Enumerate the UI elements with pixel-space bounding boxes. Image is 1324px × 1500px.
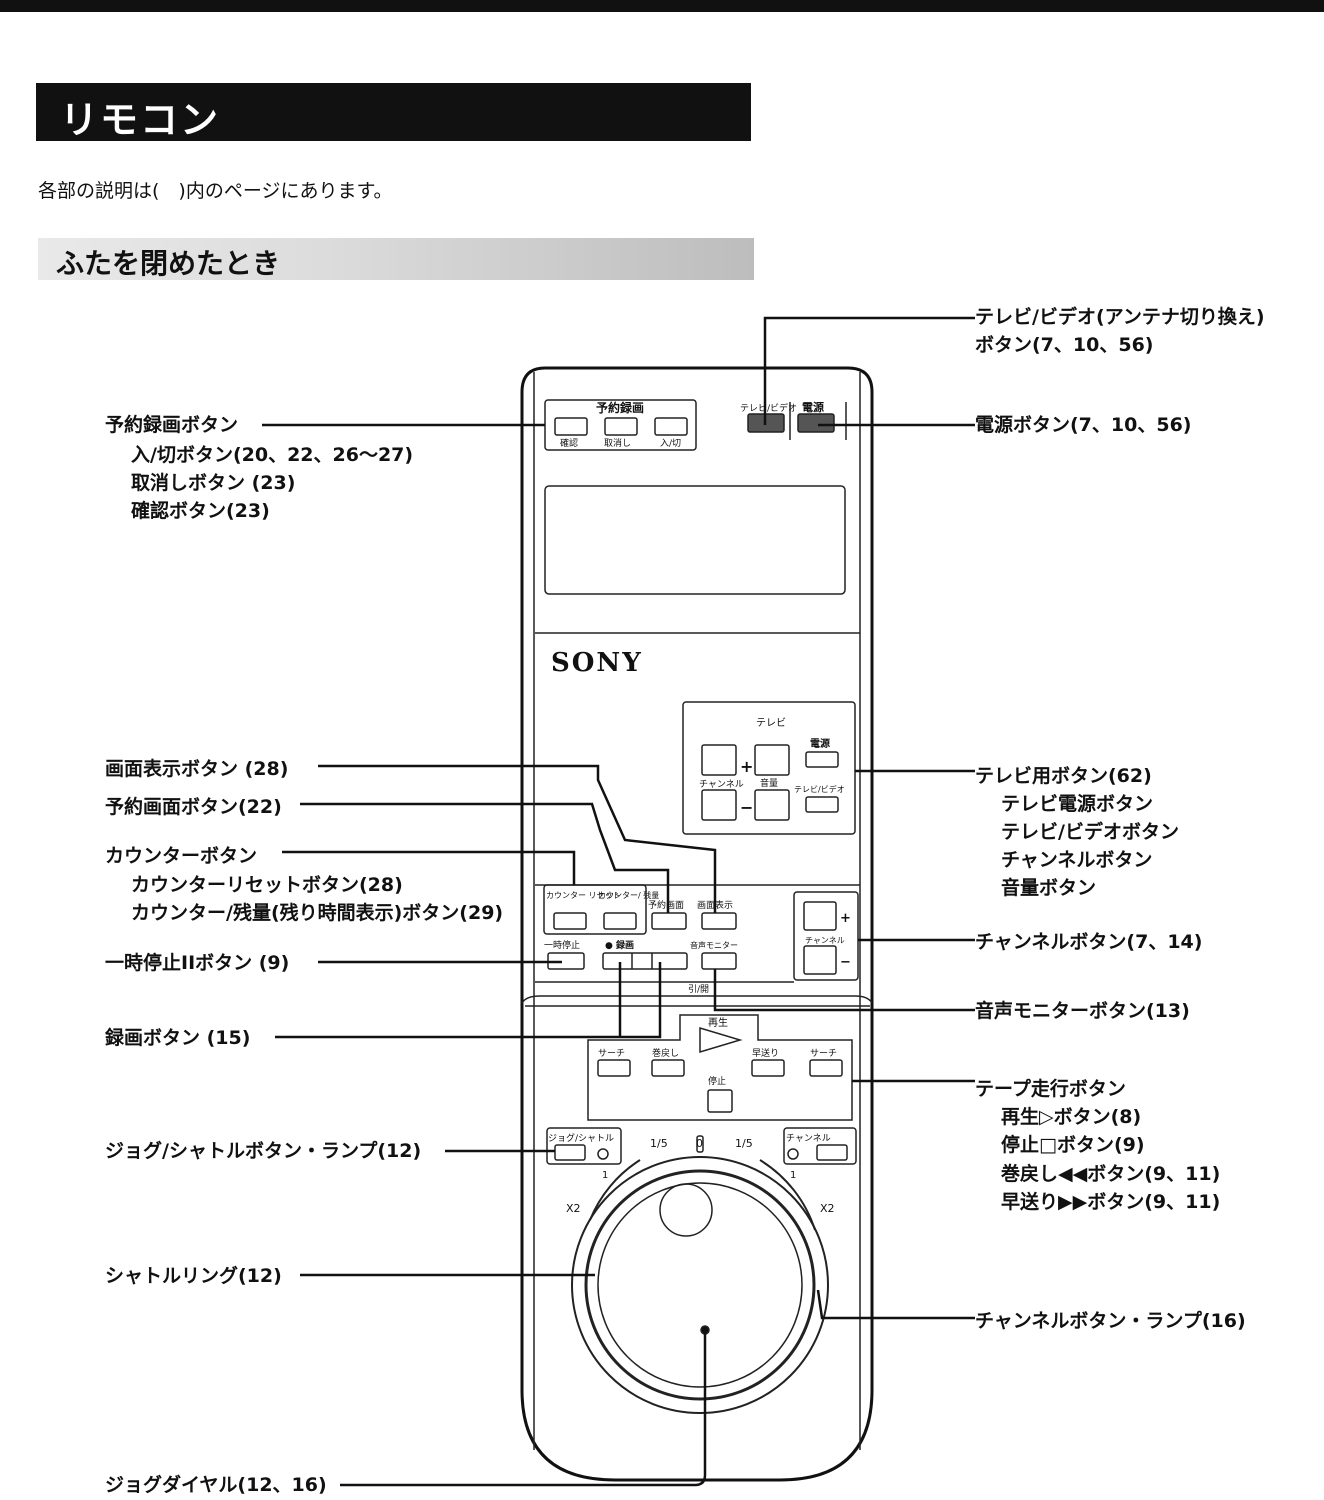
remote-tv-minus: − <box>740 798 753 817</box>
label-jog-shuttle: ジョグ/シャトルボタン・ランプ(12) <box>105 1140 422 1162</box>
label-ffwd: 早送り▶▶ボタン(9、11) <box>1001 1191 1221 1213</box>
label-power: 電源ボタン(7、10、56) <box>975 414 1192 436</box>
remote-btn-tvvideo[interactable]: テレビ/ビデオ <box>740 402 797 414</box>
remote-btn-onoff[interactable]: 入/切 <box>660 438 681 449</box>
remote-btn-confirm[interactable]: 確認 <box>560 437 578 449</box>
title-banner: リモコン <box>36 83 751 142</box>
label-cancel: 取消しボタン (23) <box>131 472 296 494</box>
label-reserve-screen: 予約画面ボタン(22) <box>105 796 282 818</box>
section-title: ふたを閉めたとき <box>56 247 281 280</box>
intro-text: 各部の説明は( )内のページにあります。 <box>38 180 393 202</box>
label-tape: テープ走行ボタン <box>975 1078 1126 1100</box>
remote-drawer[interactable]: 引/開 <box>688 984 709 995</box>
speed-1-left: 1 <box>602 1170 608 1181</box>
speed-1-5-left: 1/5 <box>650 1137 668 1150</box>
remote-play[interactable]: 再生 <box>708 1016 728 1029</box>
remote-counter-reset[interactable]: カウンター リセット <box>546 891 621 900</box>
section-header: ふたを閉めたとき <box>38 238 754 280</box>
top-rule <box>0 0 1324 12</box>
label-onoff: 入/切ボタン(20、22、26〜27) <box>131 444 414 466</box>
remote-btn-cancel[interactable]: 取消し <box>604 437 631 449</box>
label-channel: チャンネルボタン(7、14) <box>975 931 1203 953</box>
speed-1-right: 1 <box>790 1170 796 1181</box>
remote-stop[interactable]: 停止 <box>708 1075 726 1087</box>
label-tv-video: テレビ/ビデオボタン <box>1001 821 1179 843</box>
remote-tv-channel[interactable]: チャンネル <box>699 779 744 790</box>
label-counter: カウンターボタン <box>105 845 258 867</box>
remote-tv-power[interactable]: 電源 <box>810 737 830 750</box>
label-counter-remain: カウンター/残量(残り時間表示)ボタン(29) <box>131 902 504 924</box>
x2-left: X2 <box>566 1202 581 1215</box>
label-channel-lamp: チャンネルボタン・ランプ(16) <box>975 1310 1246 1332</box>
remote-reserve-header: 予約録画 <box>596 400 644 415</box>
remote-search-left[interactable]: サーチ <box>598 1048 625 1059</box>
remote-audio-monitor[interactable]: 音声モニター <box>690 940 738 950</box>
remote-ch-minus: − <box>840 955 851 970</box>
label-reserve-rec: 予約録画ボタン <box>105 414 239 436</box>
label-shuttle-ring: シャトルリング(12) <box>105 1265 282 1287</box>
label-audio-monitor: 音声モニターボタン(13) <box>975 1000 1190 1022</box>
label-rewind: 巻戻し◀◀ボタン(9、11) <box>1001 1163 1221 1185</box>
label-tv-channel: チャンネルボタン <box>1001 849 1153 871</box>
remote-pause[interactable]: 一時停止 <box>544 939 580 951</box>
page-title: リモコン <box>60 98 221 142</box>
label-stop: 停止□ボタン(9) <box>1001 1134 1145 1156</box>
x2-right: X2 <box>820 1202 835 1215</box>
remote-record[interactable]: ● 録画 <box>605 939 634 951</box>
label-display: 画面表示ボタン (28) <box>105 758 289 780</box>
remote-tv-plus: + <box>740 757 753 776</box>
remote-tv-header: テレビ <box>756 717 786 729</box>
remote-reserve-screen[interactable]: 予約画面 <box>648 899 684 911</box>
speed-1-5-right: 1/5 <box>735 1137 753 1150</box>
remote-btn-power[interactable]: 電源 <box>802 400 824 414</box>
leader-lines <box>262 316 975 1487</box>
remote-tv-tvvideo[interactable]: テレビ/ビデオ <box>794 784 845 794</box>
remote-ffwd[interactable]: 早送り <box>752 1047 779 1059</box>
label-tv-video-1: テレビ/ビデオ(アンテナ切り換え) <box>975 306 1265 328</box>
remote-tv-volume[interactable]: 音量 <box>760 777 778 789</box>
label-pause: 一時停止IIボタン (9) <box>105 952 290 974</box>
label-tv-power: テレビ電源ボタン <box>1001 793 1154 815</box>
label-record: 録画ボタン (15) <box>105 1027 251 1049</box>
remote-jog-shuttle[interactable]: ジョグ/シャトル <box>548 1132 614 1144</box>
sony-logo: SONY <box>551 648 643 678</box>
label-play: 再生▷ボタン(8) <box>1001 1106 1142 1128</box>
label-jog-dial: ジョグダイヤル(12、16) <box>105 1474 327 1496</box>
remote-search-right[interactable]: サーチ <box>810 1048 837 1059</box>
label-counter-reset: カウンターリセットボタン(28) <box>131 874 403 896</box>
label-tv-volume: 音量ボタン <box>1001 877 1097 899</box>
remote-body <box>520 366 874 1482</box>
remote-channel[interactable]: チャンネル <box>805 936 845 945</box>
label-confirm: 確認ボタン(23) <box>131 500 270 522</box>
remote-rewind[interactable]: 巻戻し <box>652 1047 679 1059</box>
label-tv-video-2: ボタン(7、10、56) <box>975 334 1154 356</box>
label-tv-buttons: テレビ用ボタン(62) <box>975 765 1152 787</box>
remote-ch-plus: + <box>840 911 851 926</box>
remote-channel-lamp[interactable]: チャンネル <box>786 1133 831 1144</box>
remote-counter-remain[interactable]: カウンター/ 残量 <box>598 890 659 900</box>
speed-0: 0 <box>696 1137 703 1150</box>
